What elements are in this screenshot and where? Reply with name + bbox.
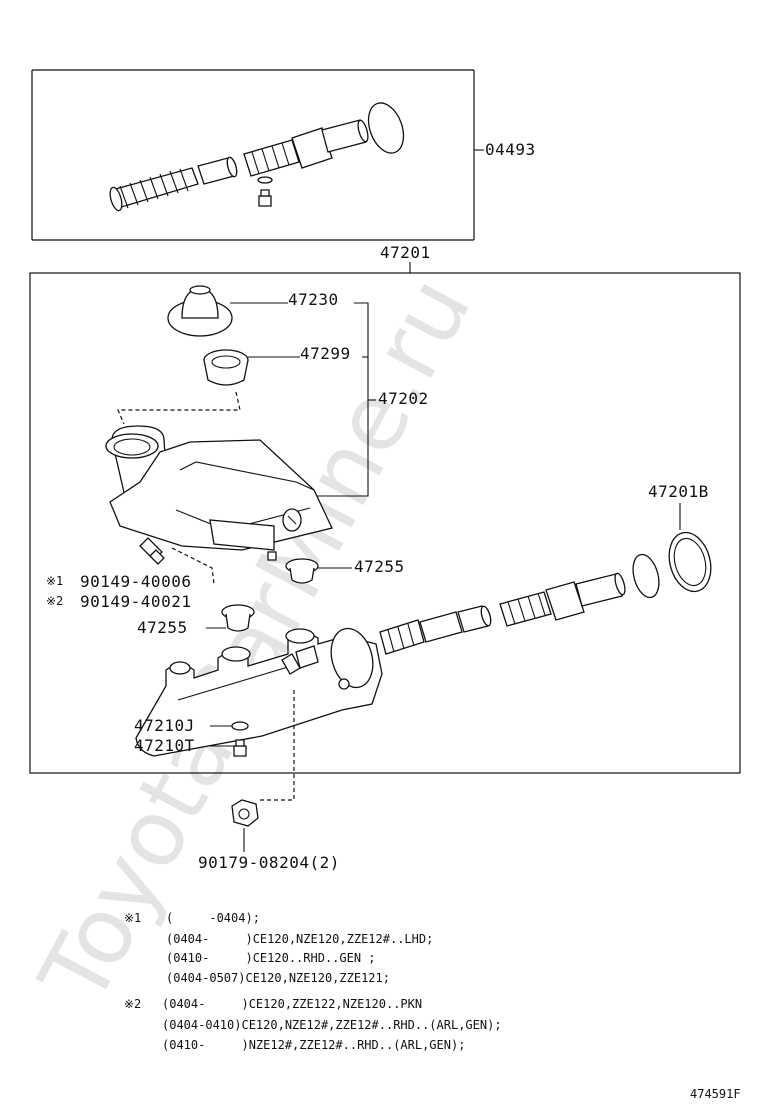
repair-kit-group bbox=[31, 69, 484, 241]
kit-small-bolt bbox=[258, 189, 272, 207]
label-47230: 47230 bbox=[288, 290, 339, 309]
marker-1-bolt: ※1 bbox=[46, 574, 63, 588]
label-47210J: 47210J bbox=[134, 716, 195, 735]
note-1-marker: ※1 bbox=[124, 911, 141, 925]
note-1-line-4: (0404-0507)CE120,NZE120,ZZE121; bbox=[166, 971, 390, 985]
reservoir-grommet-lower bbox=[221, 604, 255, 632]
label-90149-40006: 90149-40006 bbox=[80, 572, 191, 591]
plug-bolt bbox=[233, 739, 247, 757]
note-1-line-1: ( -0404); bbox=[166, 911, 260, 925]
label-47201: 47201 bbox=[380, 243, 431, 262]
plug-gasket bbox=[231, 721, 249, 731]
label-47299: 47299 bbox=[300, 344, 351, 363]
marker-2-bolt: ※2 bbox=[46, 594, 63, 608]
brake-fluid-reservoir bbox=[105, 425, 333, 561]
label-90179-08204: 90179-08204(2) bbox=[198, 853, 340, 872]
primary-piston-assembly bbox=[379, 605, 492, 655]
diagram-code: 474591F bbox=[690, 1087, 741, 1101]
label-47255-upper: 47255 bbox=[354, 557, 405, 576]
seal-ring-large bbox=[668, 531, 712, 593]
label-04493: 04493 bbox=[485, 140, 536, 159]
applicability-notes: ※1 ( -0404); (0404- )CE120,NZE120,ZZE12#… bbox=[124, 911, 502, 1052]
note-2-line-3: (0410- )NZE12#,ZZE12#..RHD..(ARL,GEN); bbox=[162, 1038, 465, 1052]
label-47210T: 47210T bbox=[134, 736, 195, 755]
reservoir-set-bolt bbox=[139, 537, 165, 565]
note-1-line-3: (0410- )CE120..RHD..GEN ; bbox=[166, 951, 376, 965]
reservoir-cap bbox=[167, 285, 233, 337]
kit-piston-right bbox=[243, 119, 369, 177]
master-cylinder-box bbox=[29, 272, 741, 774]
note-2-line-2: (0404-0410)CE120,NZE12#,ZZE12#..RHD..(AR… bbox=[162, 1018, 502, 1032]
o-ring-small bbox=[632, 553, 660, 599]
note-1-line-2: (0404- )CE120,NZE120,ZZE12#..LHD; bbox=[166, 932, 433, 946]
repair-kit-box bbox=[31, 69, 475, 241]
kit-piston-left bbox=[109, 156, 238, 212]
label-47201B: 47201B bbox=[648, 482, 709, 501]
label-90149-40021: 90149-40021 bbox=[80, 592, 191, 611]
reservoir-grommet-upper bbox=[285, 558, 319, 584]
label-47255-lower: 47255 bbox=[137, 618, 188, 637]
master-cylinder-body bbox=[135, 627, 383, 757]
mounting-nut bbox=[231, 799, 259, 827]
reservoir-strainer bbox=[203, 349, 249, 386]
note-2-marker: ※2 bbox=[124, 997, 141, 1011]
kit-o-ring bbox=[367, 102, 405, 154]
kit-small-gasket bbox=[257, 176, 273, 184]
note-2-line-1: (0404- )CE120,ZZE122,NZE120..PKN bbox=[162, 997, 422, 1011]
secondary-piston-assembly bbox=[499, 572, 626, 627]
label-47202: 47202 bbox=[378, 389, 429, 408]
